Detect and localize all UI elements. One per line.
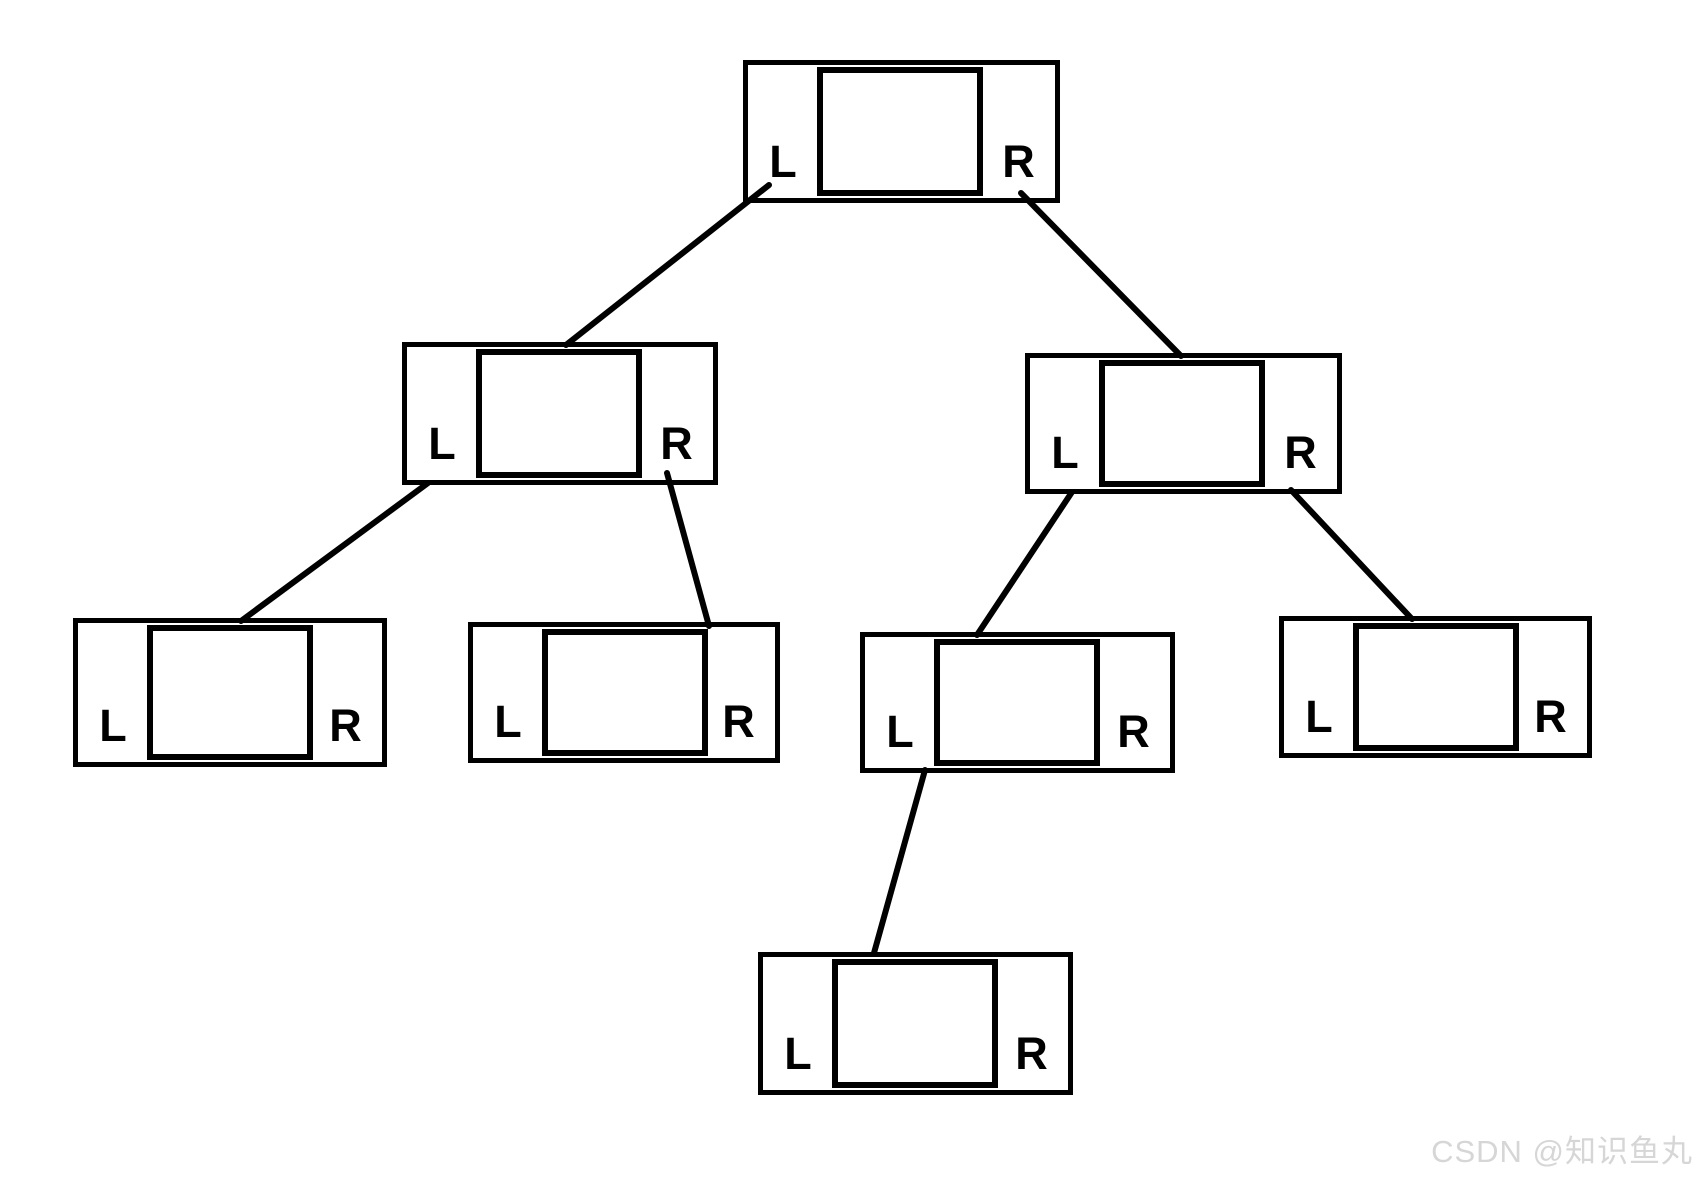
right-pointer-cell: R (309, 623, 382, 762)
tree-node-level3-4: L R (1279, 616, 1592, 758)
right-pointer-label: R (1015, 1028, 1048, 1079)
csdn-watermark: CSDN @知识鱼丸 (1431, 1134, 1693, 1169)
edge-level2left-left (238, 480, 431, 624)
right-pointer-cell: R (1097, 637, 1170, 768)
right-pointer-cell: R (1264, 358, 1337, 489)
left-pointer-cell: L (1030, 358, 1100, 489)
left-pointer-label: L (494, 696, 522, 747)
left-pointer-cell: L (407, 347, 477, 480)
right-pointer-label: R (1002, 136, 1035, 187)
right-pointer-cell: R (995, 957, 1068, 1090)
right-pointer-label: R (722, 696, 755, 747)
tree-node-level3-2: L R (468, 622, 780, 763)
edge-root-left (563, 182, 772, 348)
left-pointer-cell: L (748, 65, 818, 198)
data-cell (542, 629, 708, 756)
edge-level2right-right (1288, 487, 1415, 622)
edge-level2right-left (974, 489, 1075, 638)
tree-node-level3-3: L R (860, 632, 1175, 773)
left-pointer-label: L (99, 700, 127, 751)
tree-node-root: L R (743, 60, 1060, 203)
left-pointer-cell: L (473, 627, 543, 758)
left-pointer-cell: L (78, 623, 148, 762)
left-pointer-label: L (428, 418, 456, 469)
right-pointer-label: R (1284, 427, 1317, 478)
data-cell (476, 349, 642, 478)
data-cell (147, 625, 313, 760)
left-pointer-label: L (1305, 691, 1333, 742)
tree-node-level2-right: L R (1025, 353, 1342, 494)
left-pointer-cell: L (1284, 621, 1354, 753)
right-pointer-cell: R (702, 627, 775, 758)
data-cell (1099, 360, 1265, 487)
data-cell (1353, 623, 1519, 751)
right-pointer-cell: R (640, 347, 713, 480)
tree-node-level2-left: L R (402, 342, 718, 485)
data-cell (817, 67, 983, 196)
right-pointer-cell: R (1514, 621, 1587, 753)
right-pointer-label: R (1117, 706, 1150, 757)
tree-node-level4-1: L R (758, 952, 1073, 1095)
edge-level33-left (871, 767, 928, 956)
left-pointer-cell: L (763, 957, 833, 1090)
right-pointer-cell: R (982, 65, 1055, 198)
data-cell (934, 639, 1100, 766)
right-pointer-label: R (660, 418, 693, 469)
left-pointer-label: L (784, 1028, 812, 1079)
tree-node-level3-1: L R (73, 618, 387, 767)
data-cell (832, 959, 998, 1088)
left-pointer-label: L (769, 136, 797, 187)
left-pointer-label: L (886, 706, 914, 757)
edge-root-right (1018, 190, 1184, 359)
edge-level2left-right (664, 470, 712, 629)
left-pointer-cell: L (865, 637, 935, 768)
right-pointer-label: R (1534, 691, 1567, 742)
right-pointer-label: R (329, 700, 362, 751)
left-pointer-label: L (1051, 427, 1079, 478)
